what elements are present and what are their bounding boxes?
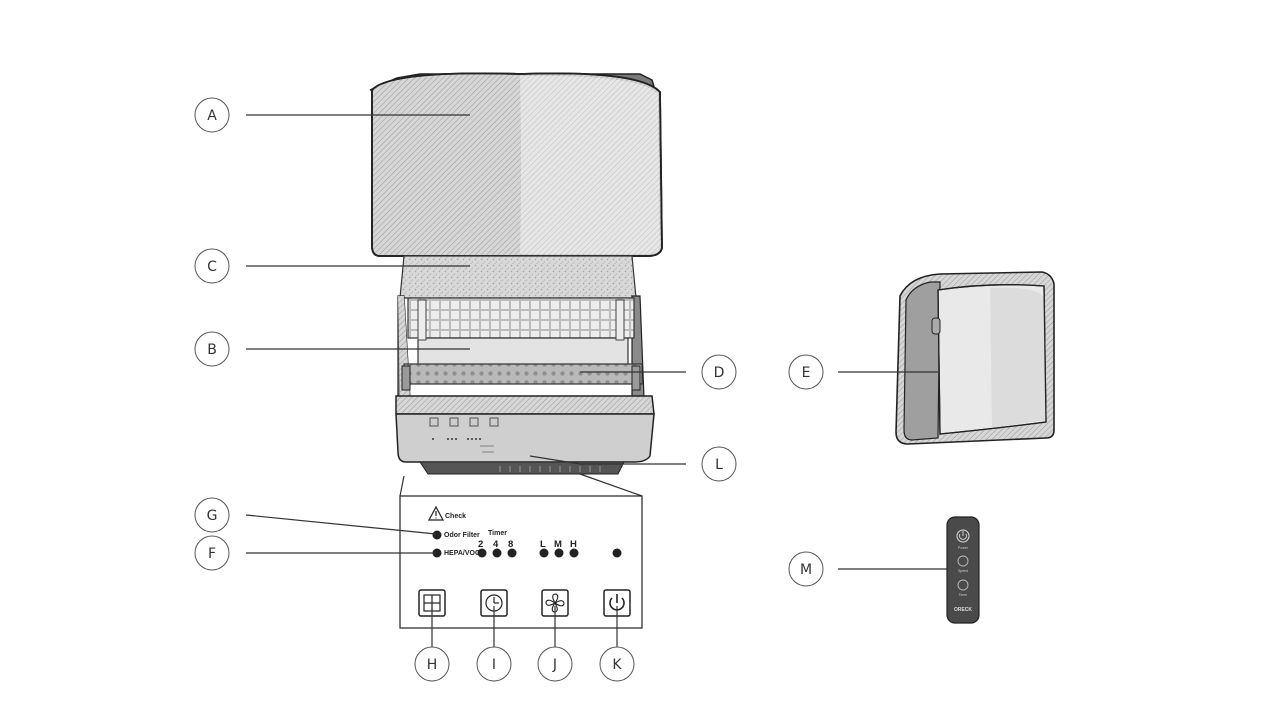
timer-indicator-4 bbox=[493, 549, 502, 558]
callout-a-label: A bbox=[207, 108, 217, 124]
fan-speed-high-indicator bbox=[570, 549, 579, 558]
callout-c-label: C bbox=[207, 259, 217, 275]
timer-indicator-8 bbox=[508, 549, 517, 558]
callout-c: C bbox=[195, 249, 229, 283]
callout-b: B bbox=[195, 332, 229, 366]
callout-m: M bbox=[789, 552, 823, 586]
fan-speed-medium-indicator bbox=[555, 549, 564, 558]
callout-h-label: H bbox=[427, 657, 438, 673]
fan-speed-low-label: L bbox=[540, 539, 546, 550]
remote-speed-label: Speed bbox=[958, 569, 968, 573]
callout-d-label: D bbox=[714, 365, 725, 381]
fan-speed-high-label: H bbox=[570, 539, 577, 550]
callout-f-label: F bbox=[208, 546, 216, 562]
power-indicator bbox=[613, 549, 622, 558]
timer-indicator-2 bbox=[478, 549, 487, 558]
remote-power-label: Power bbox=[958, 546, 969, 550]
timer-label: Timer bbox=[488, 530, 507, 537]
odor-filter-label: Odor Filter bbox=[444, 532, 480, 539]
remote-control: Power Speed Timer ORECK bbox=[947, 517, 979, 623]
callout-l: L bbox=[702, 447, 736, 481]
callout-l-label: L bbox=[715, 457, 723, 473]
callout-b-label: B bbox=[207, 342, 217, 358]
callout-d: D bbox=[702, 355, 736, 389]
remote-timer-label: Timer bbox=[959, 593, 969, 597]
hepa-voc-label: HEPA/VOC bbox=[444, 550, 480, 557]
assembled-unit bbox=[896, 272, 1054, 444]
hepa-filter bbox=[408, 298, 634, 366]
control-panel-detail: Check Odor Filter HEPA/VOC Timer 2 4 8 L… bbox=[400, 474, 642, 628]
pre-filter bbox=[400, 256, 636, 298]
callout-i-label: I bbox=[492, 657, 496, 673]
timer-value-8: 8 bbox=[508, 539, 513, 550]
callout-j: J bbox=[538, 647, 572, 681]
callout-e-label: E bbox=[802, 365, 811, 381]
base-housing bbox=[396, 396, 654, 474]
callout-k: K bbox=[600, 647, 634, 681]
callout-g: G bbox=[195, 498, 229, 532]
callout-e: E bbox=[789, 355, 823, 389]
callout-i: I bbox=[477, 647, 511, 681]
odor-filter-indicator bbox=[433, 531, 442, 540]
fan-speed-low-indicator bbox=[540, 549, 549, 558]
callout-g-label: G bbox=[207, 508, 218, 524]
callout-h: H bbox=[415, 647, 449, 681]
check-label: Check bbox=[445, 513, 466, 520]
exploded-unit bbox=[370, 73, 662, 474]
callout-j-label: J bbox=[552, 657, 557, 673]
callout-m-label: M bbox=[800, 562, 812, 578]
carbon-filter bbox=[402, 364, 642, 390]
timer-value-2: 2 bbox=[478, 539, 483, 550]
callout-a: A bbox=[195, 98, 229, 132]
remote-brand-logo: ORECK bbox=[954, 607, 972, 613]
callout-f: F bbox=[195, 536, 229, 570]
callout-k-label: K bbox=[612, 657, 622, 673]
timer-value-4: 4 bbox=[493, 539, 499, 550]
front-cover bbox=[370, 73, 662, 256]
fan-speed-medium-label: M bbox=[554, 539, 562, 550]
